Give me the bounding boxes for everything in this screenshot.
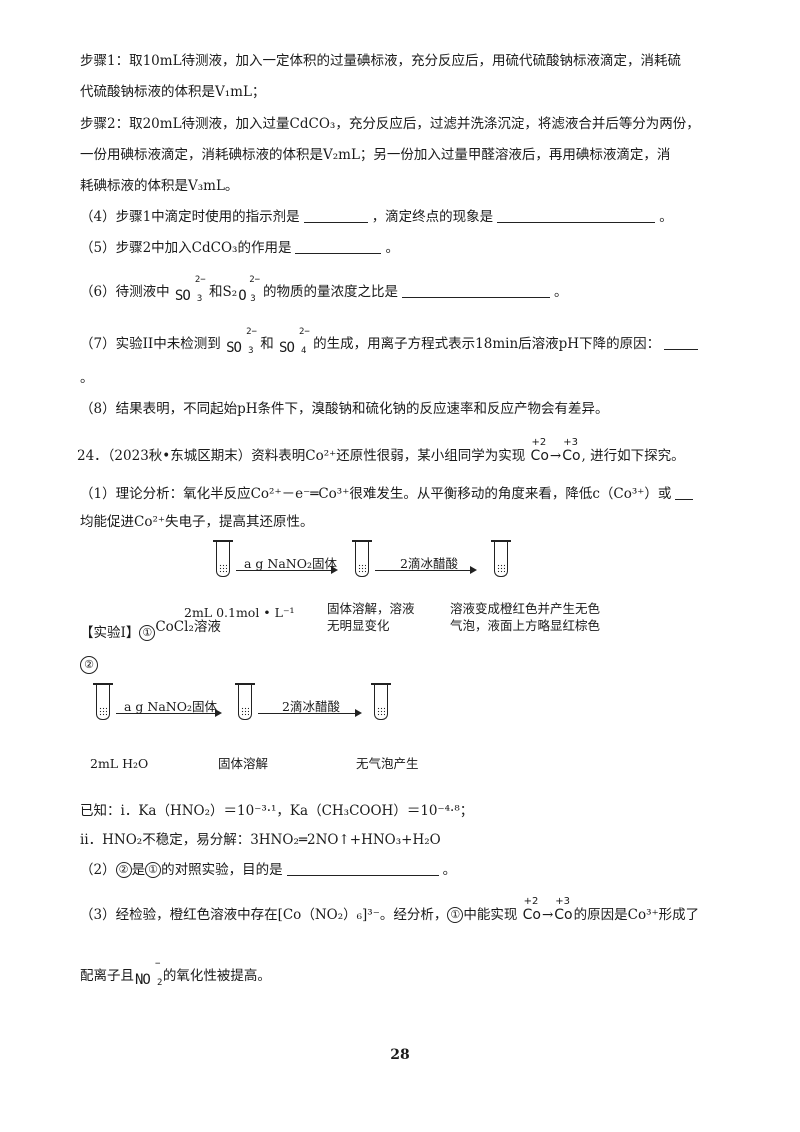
test-tube: [352, 540, 372, 577]
answer-blank[interactable]: [664, 335, 699, 350]
known-i: 已知：ⅰ．Ka（HNO₂）＝10⁻³·¹，Ka（CH₃COOH）＝10⁻⁴·⁸；: [80, 803, 474, 819]
step2-line1: 步骤2：取20mL待测液，加入过量CdCO₃，充分反应后，过滤并洗涤沉淀，将滤液…: [80, 116, 700, 132]
arrow: [375, 566, 477, 574]
answer-blank[interactable]: [401, 283, 550, 298]
answer-blank[interactable]: [295, 239, 382, 254]
arrow: [258, 709, 362, 717]
observation-1c: 溶液变成橙红色并产生无色: [450, 601, 601, 616]
question-24: 24．（2023秋•东城区期末）资料表明Co²⁺还原性很弱，某小组同学为实现 +…: [77, 437, 685, 464]
observation-1d: 气泡，液面上方略显红棕色: [450, 618, 601, 633]
part-1-line2: 均能促进Co²⁺失电子，提高其还原性。: [80, 514, 314, 530]
test-tube: [213, 540, 233, 577]
nitrite-ion: NO−2: [135, 959, 163, 989]
start-reagent-2: 2mL H₂O: [90, 756, 149, 771]
observation-1a: 固体溶解，溶液: [327, 601, 415, 616]
arrow-label: 2滴冰醋酸: [400, 556, 458, 571]
answer-blank[interactable]: [286, 861, 439, 876]
start-reagent-1: 2mL 0.1mol • L⁻¹: [184, 605, 295, 620]
arrow-label: a g NaNO₂固体: [244, 556, 337, 571]
step1-line1: 步骤1：取10mL待测液，加入一定体积的过量碘标液，充分反应后，用硫代硫酸钠标液…: [80, 53, 682, 69]
arrow-label: a g NaNO₂固体: [124, 699, 217, 714]
arrow: [116, 709, 222, 717]
arrow: [236, 566, 338, 574]
observation-2a: 固体溶解: [218, 756, 269, 771]
page-number: 28: [390, 1047, 410, 1063]
step1-line2: 代硫酸钠标液的体积是V₁mL；: [80, 84, 266, 100]
answer-blank[interactable]: [675, 485, 694, 500]
answer-blank[interactable]: [303, 208, 368, 223]
circle-2: ②: [80, 655, 98, 675]
test-tube: [93, 683, 113, 720]
arrow-label: 2滴冰醋酸: [282, 699, 340, 714]
step2-line3: 耗碘标液的体积是V₃mL。: [80, 178, 239, 194]
test-tube: [491, 540, 511, 577]
question-5: （5）步骤2中加入CdCO₃的作用是。: [80, 239, 399, 256]
test-tube: [371, 683, 391, 720]
observation-1b: 无明显变化: [327, 618, 390, 633]
question-8: （8）结果表明，不同起始pH条件下，溴酸钠和硫化钠的反应速率和反应产物会有差异。: [80, 401, 609, 417]
question-4: （4）步骤1中滴定时使用的指示剂是，滴定终点的现象是。: [80, 208, 673, 225]
part-1-line1: （1）理论分析：氧化半反应Co²⁺－e⁻═Co³⁺很难发生。从平衡移动的角度来看…: [80, 484, 697, 504]
step2-line2: 一份用碘标液滴定，消耗碘标液的体积是V₂mL；另一份加入过量甲醛溶液后，再用碘标…: [80, 147, 671, 163]
known-ii: ⅱ．HNO₂不稳定，易分解：3HNO₂═2NO↑+HNO₃+H₂O: [80, 832, 441, 848]
observation-2b: 无气泡产生: [356, 756, 419, 771]
question-7-end: 。: [80, 370, 94, 386]
test-tube: [235, 683, 255, 720]
answer-blank[interactable]: [497, 208, 656, 223]
